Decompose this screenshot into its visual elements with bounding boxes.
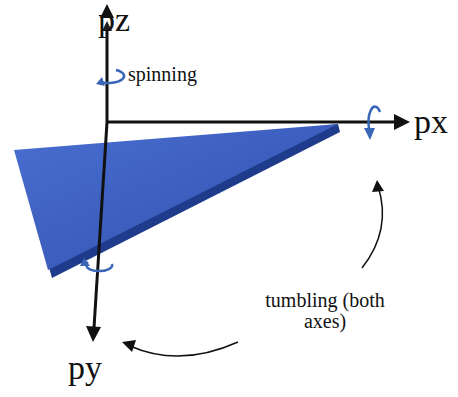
axis-label: pz [98, 2, 130, 38]
callout-head [372, 180, 384, 192]
callout-head [122, 340, 136, 352]
tumble-x-arrowhead [364, 128, 375, 140]
y-axis [94, 122, 107, 328]
callout-curve [130, 342, 238, 356]
callout-curve [362, 186, 382, 268]
y-arrowhead [86, 326, 101, 342]
motion-label: spinning [128, 64, 197, 85]
motion-label: tumbling (both axes) [250, 290, 400, 332]
axis-label: px [414, 104, 448, 140]
axis-label: py [68, 350, 102, 386]
spin-arrow [100, 70, 124, 83]
tumble-y-arrow [86, 262, 112, 271]
x-axis [107, 121, 396, 124]
tumble-y-arrowhead [80, 258, 90, 266]
z-axis [106, 26, 109, 122]
x-arrowhead [394, 114, 410, 130]
spin-arrowhead [96, 77, 105, 86]
wedge-face [14, 124, 338, 270]
